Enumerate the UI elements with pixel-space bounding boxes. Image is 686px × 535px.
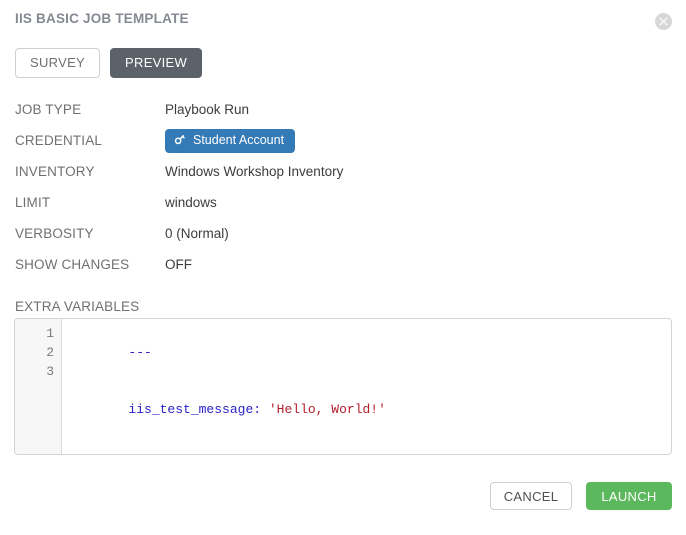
key-icon (174, 133, 186, 148)
value-show-changes: OFF (165, 257, 192, 272)
label-inventory: INVENTORY (15, 164, 95, 179)
label-credential: CREDENTIAL (15, 133, 103, 148)
modal-title: IIS BASIC JOB TEMPLATE (15, 11, 189, 26)
detail-row-show-changes: SHOW CHANGES OFF (15, 255, 675, 286)
cancel-button[interactable]: CANCEL (490, 482, 572, 510)
detail-row-limit: LIMIT windows (15, 193, 675, 224)
code-token: 'Hello, World!' (268, 402, 386, 417)
value-limit: windows (165, 195, 217, 210)
value-inventory: Windows Workshop Inventory (165, 164, 344, 179)
close-icon[interactable] (655, 13, 672, 30)
extra-variables-editor[interactable]: 1 2 3 --- iis_test_message: 'Hello, Worl… (14, 318, 672, 455)
value-job-type: Playbook Run (165, 102, 250, 117)
modal-footer: CANCEL LAUNCH (490, 482, 672, 510)
value-verbosity: 0 (Normal) (165, 226, 229, 241)
tab-survey[interactable]: SURVEY (15, 48, 101, 78)
line-number: 3 (46, 364, 54, 379)
credential-name: Student Account (193, 133, 285, 147)
code-token: : (253, 402, 262, 417)
code-token: --- (128, 345, 152, 360)
launch-button[interactable]: LAUNCH (586, 482, 672, 510)
job-detail-list: JOB TYPE Playbook Run CREDENTIAL (15, 100, 675, 286)
code-token: iis_test_message (128, 402, 254, 417)
detail-row-job-type: JOB TYPE Playbook Run (15, 100, 675, 131)
line-number: 1 (46, 326, 54, 341)
tab-bar: SURVEY PREVIEW (15, 48, 203, 78)
credential-badge[interactable]: Student Account (165, 129, 296, 153)
code-line: iis_test_message: 'Hello, World!' (66, 381, 671, 438)
label-verbosity: VERBOSITY (15, 226, 94, 241)
detail-row-verbosity: VERBOSITY 0 (Normal) (15, 224, 675, 255)
label-job-type: JOB TYPE (15, 102, 82, 117)
code-line: --- (66, 324, 671, 381)
tab-preview[interactable]: PREVIEW (110, 48, 203, 78)
line-number: 2 (46, 345, 54, 360)
editor-code-area[interactable]: --- iis_test_message: 'Hello, World!' (62, 319, 671, 454)
code-token (261, 402, 269, 417)
editor-gutter: 1 2 3 (15, 319, 62, 454)
label-show-changes: SHOW CHANGES (15, 257, 130, 272)
label-extra-variables: EXTRA VARIABLES (15, 299, 140, 314)
detail-row-inventory: INVENTORY Windows Workshop Inventory (15, 162, 675, 193)
label-limit: LIMIT (15, 195, 51, 210)
detail-row-credential: CREDENTIAL Student Account (15, 129, 675, 162)
code-line (66, 438, 671, 454)
value-credential: Student Account (165, 129, 296, 153)
